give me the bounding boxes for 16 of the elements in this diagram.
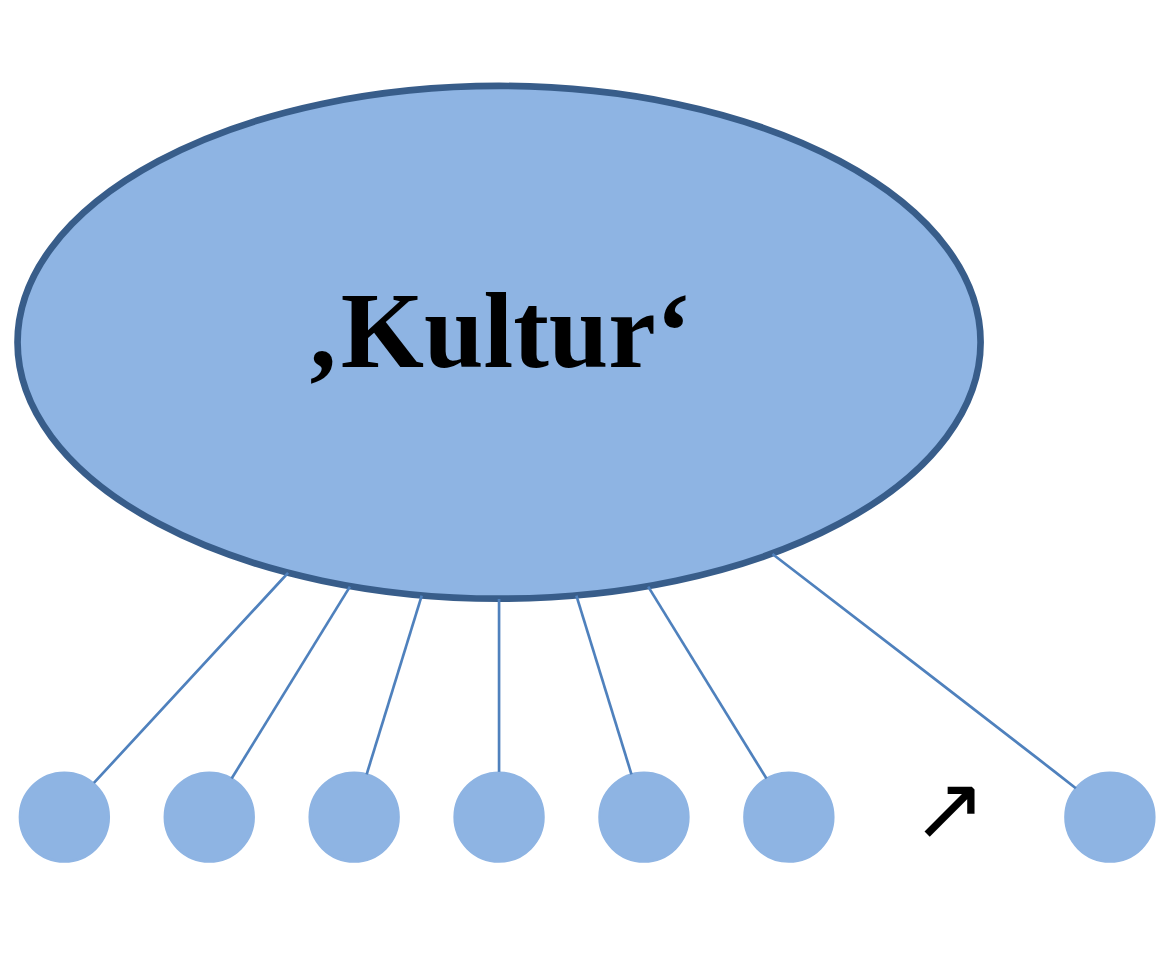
node-circle	[163, 771, 255, 863]
node-circle	[598, 771, 690, 863]
connector	[230, 585, 352, 780]
node-ellipse: ‚Kultur‘	[14, 82, 984, 602]
connector	[92, 571, 290, 784]
node-circle	[453, 771, 545, 863]
label: ↗	[911, 760, 987, 859]
node-circle	[18, 771, 111, 863]
node-circle	[743, 771, 835, 863]
connector	[365, 595, 423, 775]
node-circle	[1064, 771, 1156, 863]
connector	[771, 552, 1077, 790]
connector	[497, 599, 501, 772]
connector	[647, 585, 768, 780]
connector	[575, 595, 633, 775]
node-circle	[308, 771, 400, 863]
